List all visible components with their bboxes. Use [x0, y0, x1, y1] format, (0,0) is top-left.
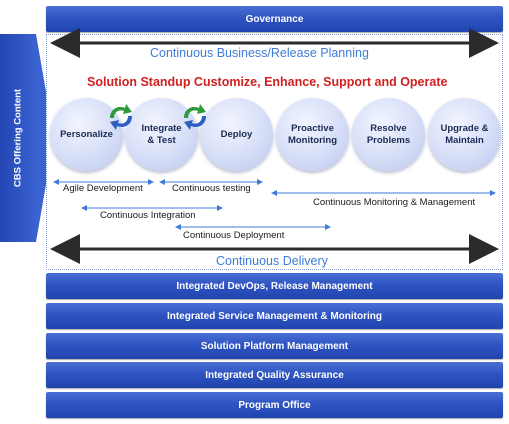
governance-bar: Governance	[46, 6, 503, 32]
standup-title: Solution Standup Customize, Enhance, Sup…	[87, 75, 448, 89]
bar-label: Integrated DevOps, Release Management	[176, 280, 373, 292]
cycle-arrows-icon	[184, 104, 206, 130]
phase-upgrade-maintain: Upgrade & Maintain	[428, 98, 501, 171]
phase-label: Proactive Monitoring	[287, 123, 338, 146]
bottom-bar-platform: Solution Platform Management	[46, 333, 503, 359]
cycle-arrows-icon	[110, 104, 132, 130]
integration-label: Continuous Integration	[100, 210, 196, 221]
governance-label: Governance	[245, 13, 304, 25]
side-bar	[0, 34, 36, 242]
bar-label: Integrated Quality Assurance	[205, 369, 344, 381]
phase-proactive-monitoring: Proactive Monitoring	[276, 98, 349, 171]
testing-label: Continuous testing	[172, 183, 251, 194]
phase-label: Upgrade & Maintain	[440, 123, 489, 146]
monitoring-label: Continuous Monitoring & Management	[313, 197, 476, 208]
bottom-bar-qa: Integrated Quality Assurance	[46, 362, 503, 388]
phase-label: Integrate & Test	[141, 123, 182, 146]
phase-personalize: Personalize	[50, 98, 123, 171]
phase-label: Personalize	[60, 128, 113, 140]
agile-label: Agile Development	[63, 183, 143, 194]
phase-label: Deploy	[220, 128, 253, 140]
phase-integrate-test: Integrate & Test	[125, 98, 198, 171]
bottom-bar-program: Program Office	[46, 392, 503, 418]
bottom-bar-devops: Integrated DevOps, Release Management	[46, 273, 503, 299]
phase-label: Resolve Problems	[366, 123, 411, 146]
bar-label: Integrated Service Management & Monitori…	[166, 310, 383, 322]
bottom-bar-service: Integrated Service Management & Monitori…	[46, 303, 503, 329]
phase-resolve-problems: Resolve Problems	[352, 98, 425, 171]
planning-label: Continuous Business/Release Planning	[150, 46, 369, 60]
deployment-label: Continuous Deployment	[183, 230, 285, 241]
delivery-label: Continuous Delivery	[216, 254, 328, 268]
bar-label: Program Office	[238, 399, 311, 411]
phase-deploy: Deploy	[200, 98, 273, 171]
bar-label: Solution Platform Management	[200, 340, 349, 352]
